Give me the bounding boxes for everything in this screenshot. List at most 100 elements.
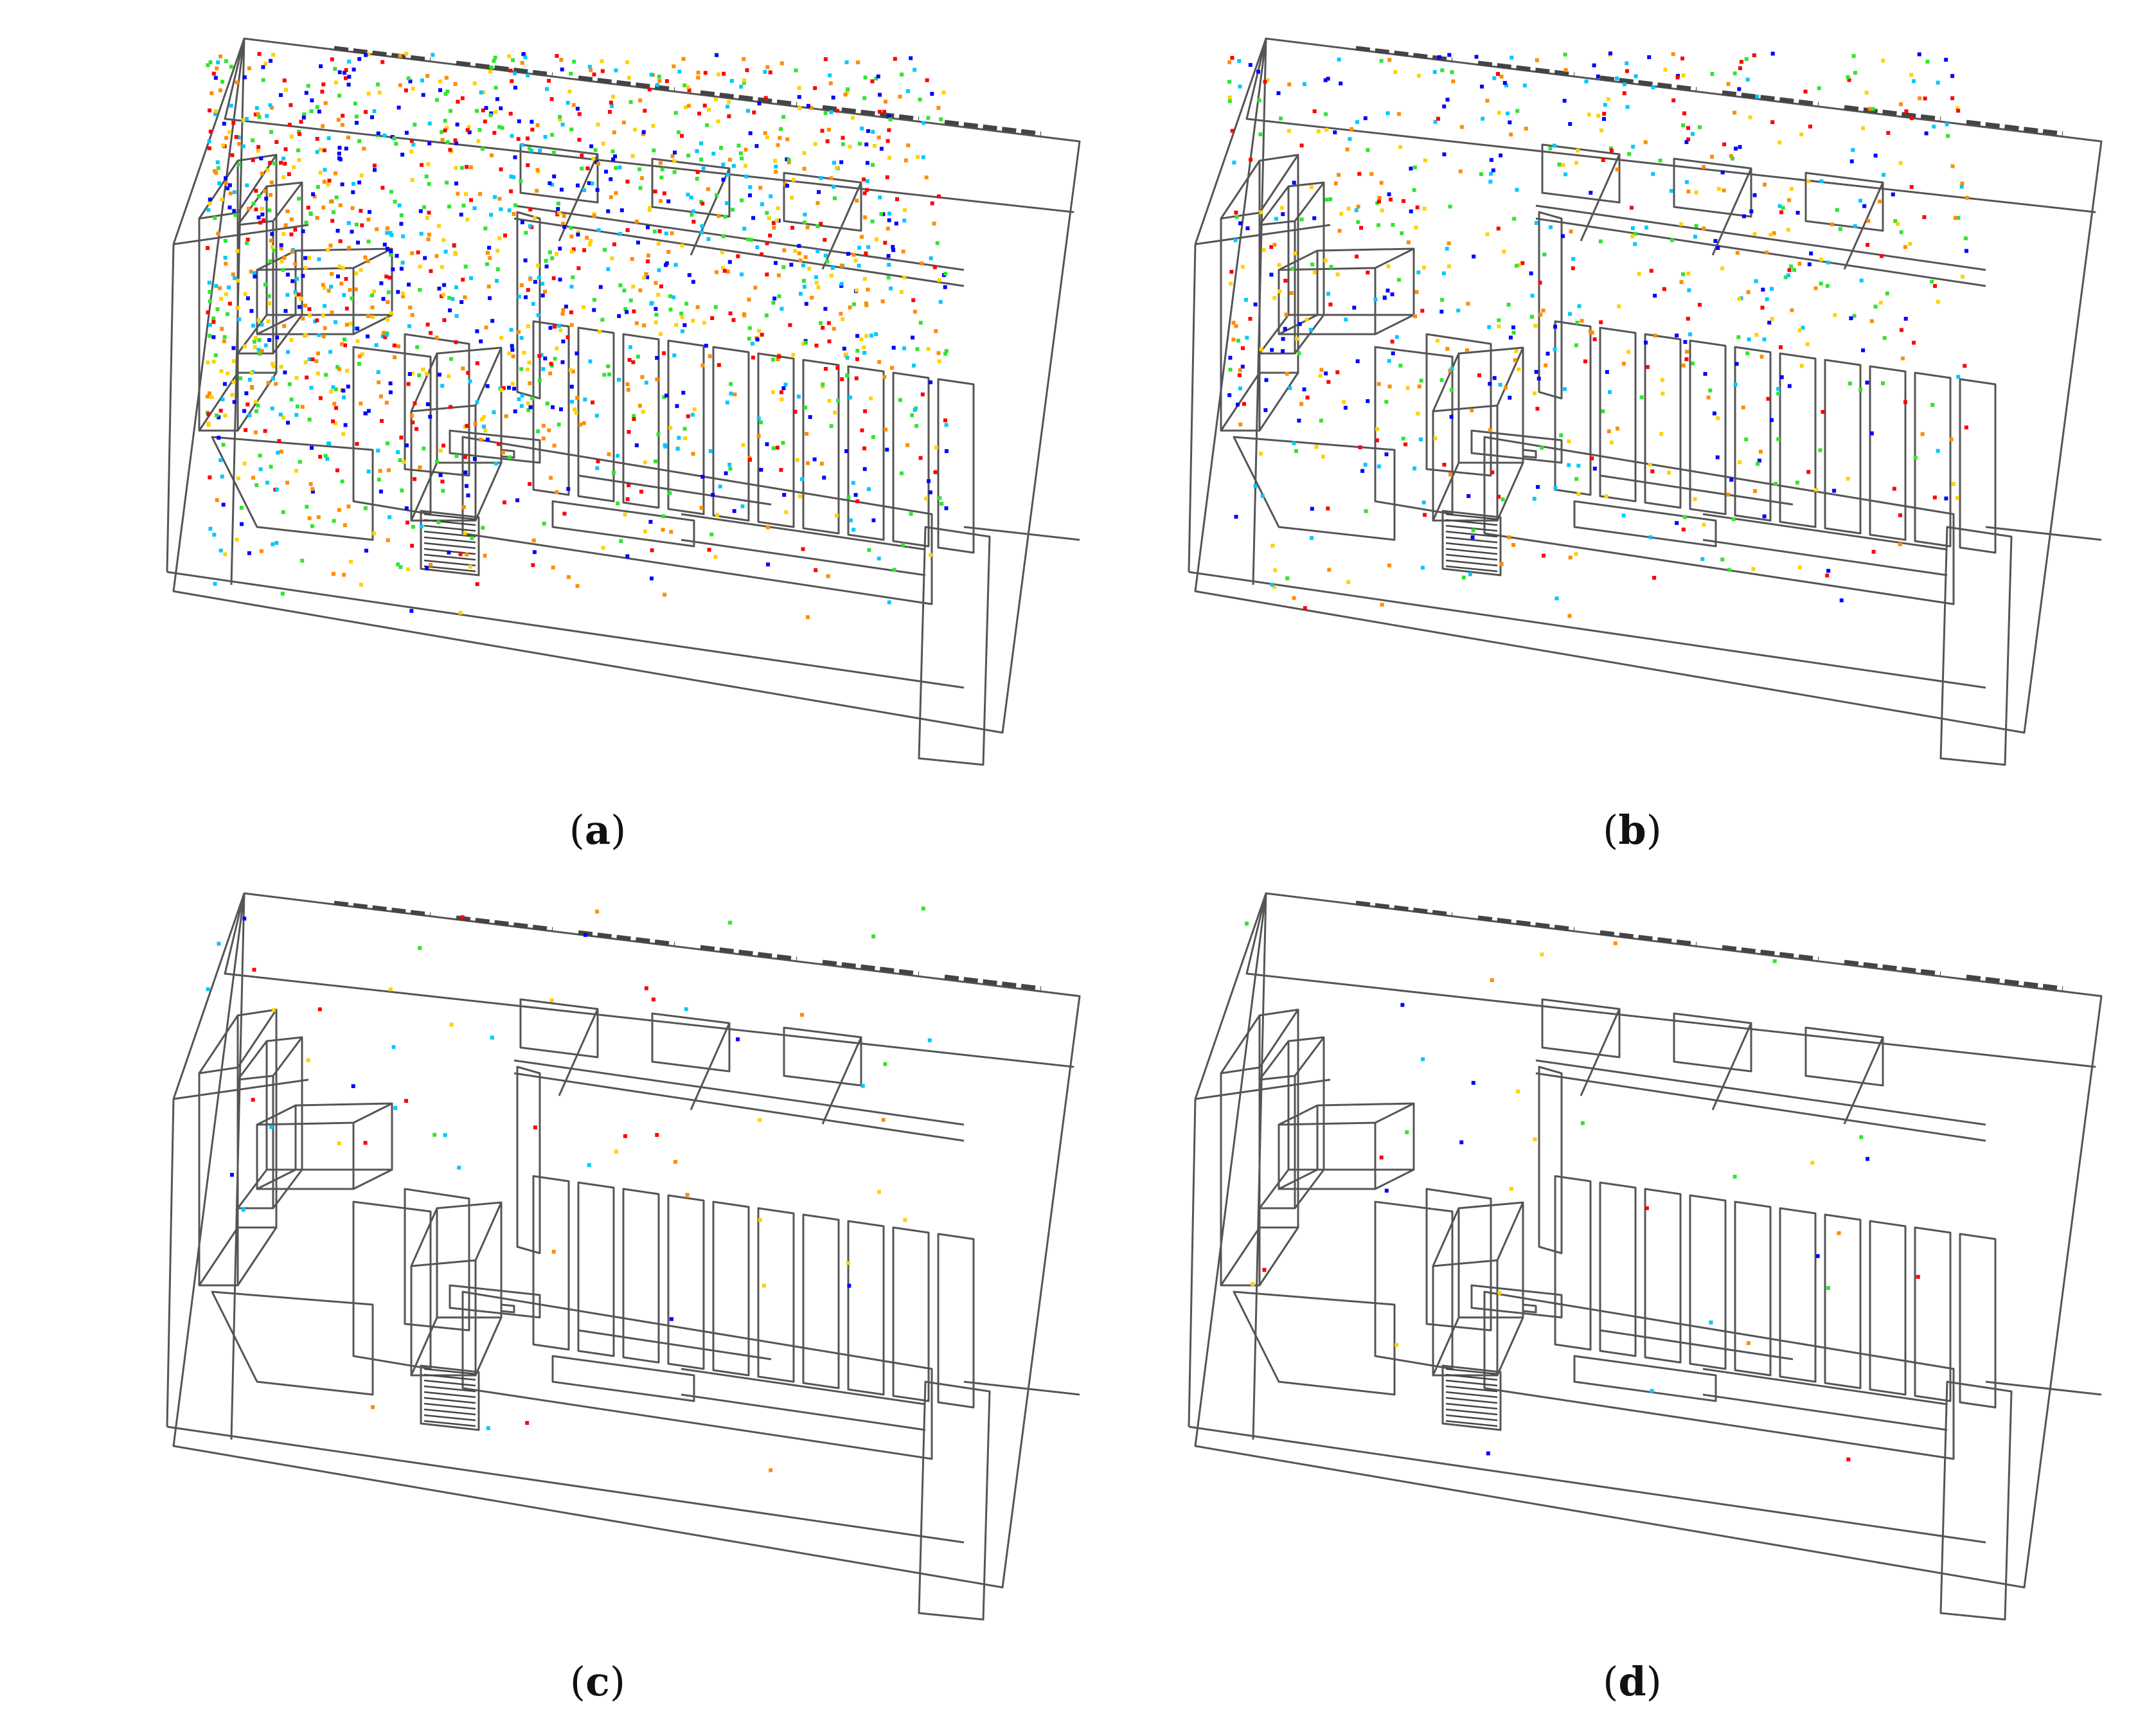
particle — [301, 316, 305, 321]
particle — [370, 305, 375, 310]
left-cabinet-2-edge-1 — [272, 1037, 303, 1076]
particle — [740, 504, 745, 508]
particle — [652, 148, 656, 153]
particle — [1231, 321, 1236, 325]
particle — [913, 407, 917, 412]
particle — [438, 473, 443, 478]
particle — [318, 454, 323, 459]
particle — [1249, 157, 1253, 162]
particle — [716, 119, 720, 123]
particle — [323, 168, 327, 172]
particle — [342, 395, 346, 400]
particle — [673, 1159, 677, 1164]
particle — [242, 461, 247, 466]
particle — [936, 351, 941, 355]
particle — [450, 297, 455, 301]
particle — [1826, 569, 1831, 573]
particle — [920, 261, 924, 265]
rack-panel-6 — [802, 1213, 840, 1389]
particle — [355, 339, 360, 343]
particle — [862, 446, 867, 451]
particle — [423, 256, 427, 260]
particle — [844, 60, 849, 64]
particle — [227, 205, 232, 210]
particle — [823, 307, 828, 311]
particle — [220, 397, 225, 402]
particle — [1305, 395, 1310, 400]
particle — [494, 110, 498, 114]
particle — [465, 217, 470, 222]
particle — [301, 229, 305, 233]
particle — [368, 210, 371, 214]
particle — [244, 117, 249, 121]
left-unit-top-edge-3 — [256, 314, 296, 335]
particle — [385, 231, 389, 235]
particle — [461, 366, 465, 371]
particle — [509, 174, 513, 179]
particle — [343, 71, 346, 75]
particle — [429, 331, 433, 335]
particle — [364, 53, 368, 57]
particle — [763, 96, 768, 100]
particle — [437, 372, 441, 377]
particle — [1739, 60, 1743, 64]
room-floor-front — [166, 1425, 965, 1544]
particle — [932, 265, 937, 269]
particle — [543, 135, 548, 139]
particle — [409, 414, 414, 418]
particle — [1568, 121, 1572, 126]
caption-letter-c: c — [585, 1658, 610, 1705]
particle — [333, 67, 337, 71]
particle — [630, 257, 634, 261]
particle — [1683, 340, 1688, 344]
particle — [475, 329, 479, 334]
particle — [209, 395, 214, 400]
particle — [1471, 1080, 1475, 1085]
particle — [1864, 91, 1869, 95]
particle — [516, 137, 521, 141]
particle — [478, 192, 483, 196]
particle — [720, 250, 724, 254]
particle — [407, 372, 412, 376]
particle — [696, 75, 700, 80]
particle — [765, 442, 769, 447]
particle — [266, 319, 271, 324]
particle — [1792, 268, 1796, 272]
particle — [590, 181, 594, 186]
particle — [503, 500, 506, 504]
particle — [1535, 58, 1539, 62]
particle — [489, 213, 494, 217]
tower-top-0 — [519, 998, 599, 1058]
particle — [618, 283, 623, 287]
particle — [536, 429, 540, 434]
particle — [425, 323, 430, 326]
particle — [602, 373, 607, 377]
particle — [245, 183, 249, 188]
particle — [424, 371, 429, 376]
particle — [1627, 152, 1632, 156]
particle — [803, 220, 806, 225]
particle — [456, 192, 460, 196]
particle — [336, 274, 340, 279]
particle — [863, 409, 868, 413]
particle — [1366, 148, 1370, 152]
particle — [1548, 146, 1553, 150]
particle — [1248, 317, 1252, 321]
particle — [1916, 1274, 1920, 1279]
particle — [547, 78, 551, 83]
particle — [258, 453, 262, 458]
particle — [341, 266, 345, 271]
particle — [386, 317, 390, 321]
particle — [337, 156, 341, 161]
particle — [846, 87, 850, 91]
particle — [1326, 380, 1331, 384]
particle — [1230, 129, 1234, 133]
particle — [1515, 188, 1519, 192]
particle — [324, 373, 328, 377]
particle — [874, 332, 878, 336]
particle — [318, 147, 323, 152]
particle — [1511, 330, 1516, 335]
particle — [863, 75, 868, 80]
particle — [1240, 364, 1245, 369]
particle — [936, 105, 941, 110]
